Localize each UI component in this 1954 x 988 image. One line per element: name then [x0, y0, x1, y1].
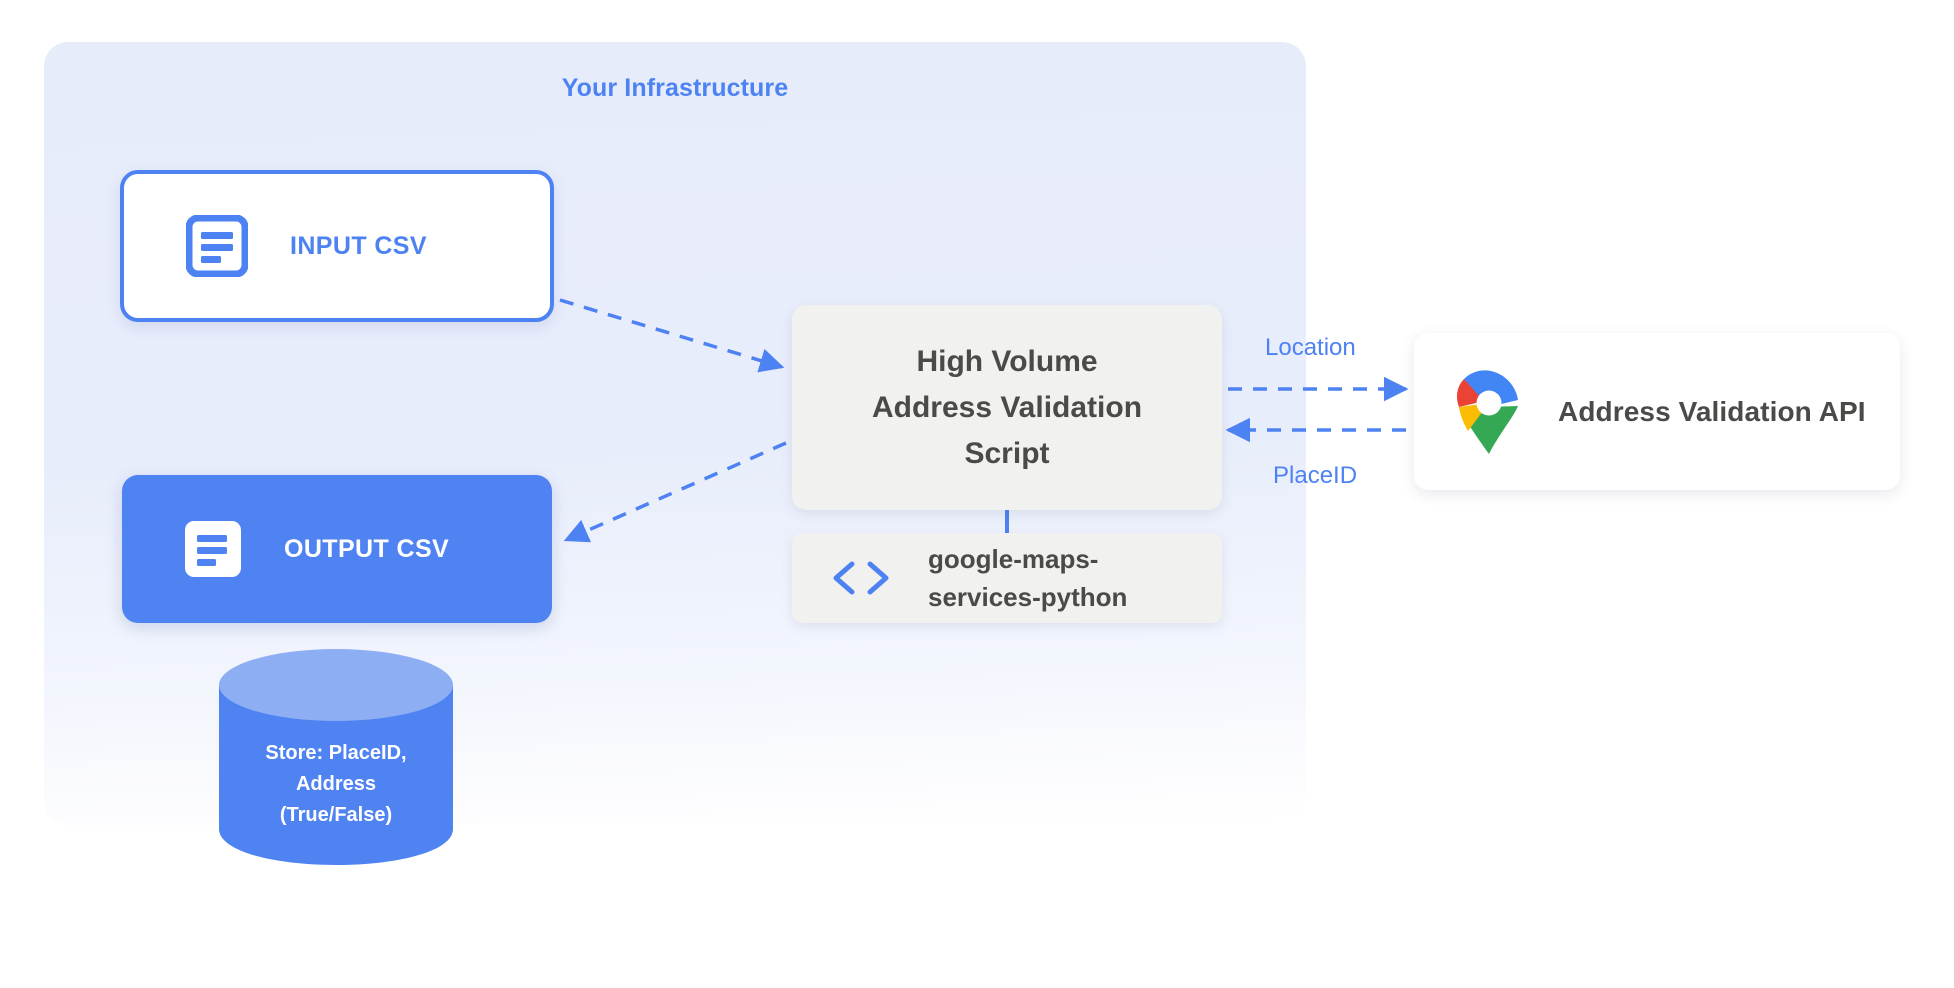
google-maps-pin-icon — [1456, 369, 1518, 454]
panel-title: Your Infrastructure — [561, 74, 789, 102]
database-line-2: Address — [295, 773, 377, 795]
script-line-2: Address Validation — [871, 390, 1143, 424]
database-line-3: (True/False) — [279, 804, 393, 826]
api-label: Address Validation API — [1558, 395, 1866, 427]
database-label: Store: PlaceID, Address (True/False) — [215, 738, 457, 831]
document-icon — [185, 521, 241, 577]
database-cylinder-icon[interactable] — [215, 645, 457, 869]
library-name: google-maps- services-python — [928, 540, 1127, 616]
library-line-2: services-python — [928, 582, 1128, 612]
edge-input-to-script — [559, 298, 785, 373]
library-line-1: google-maps- — [928, 544, 1099, 574]
node-input-csv[interactable]: INPUT CSV — [120, 170, 554, 322]
node-validation-script[interactable]: High Volume Address Validation Script — [792, 305, 1222, 510]
edge-script-to-library — [1005, 510, 1009, 538]
edge-script-to-output — [563, 441, 787, 543]
script-line-1: High Volume — [916, 344, 1098, 378]
edge-label-placeid: PlaceID — [1273, 462, 1358, 489]
code-icon — [833, 561, 889, 595]
node-client-library[interactable]: google-maps- services-python — [792, 533, 1222, 623]
output-csv-label: OUTPUT CSV — [284, 534, 450, 563]
node-address-validation-api[interactable]: Address Validation API — [1414, 333, 1900, 490]
script-line-3: Script — [964, 436, 1050, 470]
edge-label-location: Location — [1265, 334, 1356, 361]
document-icon — [186, 215, 248, 277]
node-output-csv[interactable]: OUTPUT CSV — [122, 475, 552, 623]
database-line-1: Store: PlaceID, — [265, 742, 407, 764]
input-csv-label: INPUT CSV — [290, 231, 427, 260]
